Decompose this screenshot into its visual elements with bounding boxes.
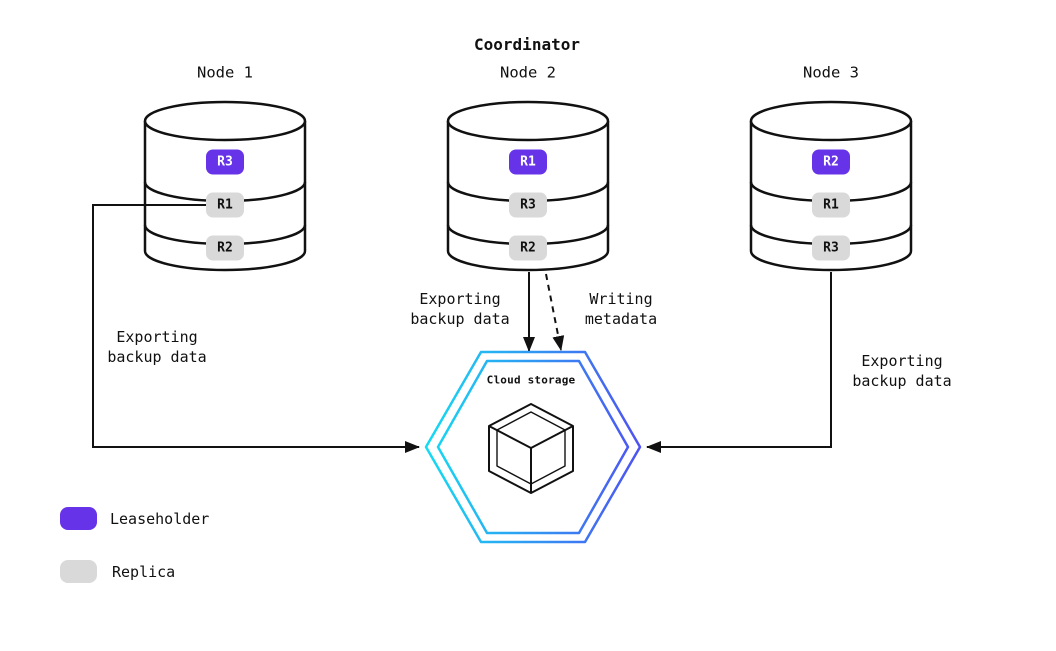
node2-export-label: Exporting backup data [410, 289, 510, 328]
node2-label: Node 2 [500, 63, 556, 82]
legend-leaseholder-swatch [60, 507, 97, 530]
node1-replica-badge: R2 [206, 235, 244, 261]
legend-leaseholder-label: Leaseholder [110, 510, 210, 528]
node3-replica-badge: R1 [812, 192, 850, 218]
node2-replica-badge: R2 [509, 235, 547, 261]
node1-replica-badge-leaseholder: R3 [206, 149, 244, 175]
arrow-node2-metadata-dashed [545, 273, 565, 351]
arrow-node1-to-cloud [92, 204, 420, 453]
node2-metadata-label: Writing metadata [584, 289, 658, 328]
node2-replica-badge: R3 [509, 192, 547, 218]
coordinator-title: Coordinator [474, 35, 580, 55]
cloud-storage-hexagon [424, 350, 642, 544]
node3-export-label: Exporting backup data [852, 351, 952, 390]
node3-replica-badge: R3 [812, 235, 850, 261]
legend-replica-label: Replica [112, 563, 176, 581]
node1-replica-badge: R1 [206, 192, 244, 218]
node2-replica-badge-leaseholder: R1 [509, 149, 547, 175]
node1-export-label: Exporting backup data [107, 327, 207, 366]
node3-replica-badge-leaseholder: R2 [812, 149, 850, 175]
cloud-storage-label: Cloud storage [486, 373, 576, 387]
legend-replica-swatch [60, 560, 97, 583]
node1-label: Node 1 [197, 63, 253, 82]
cube-icon [488, 403, 574, 494]
arrow-node3-to-cloud [646, 272, 832, 453]
node3-label: Node 3 [803, 63, 859, 82]
